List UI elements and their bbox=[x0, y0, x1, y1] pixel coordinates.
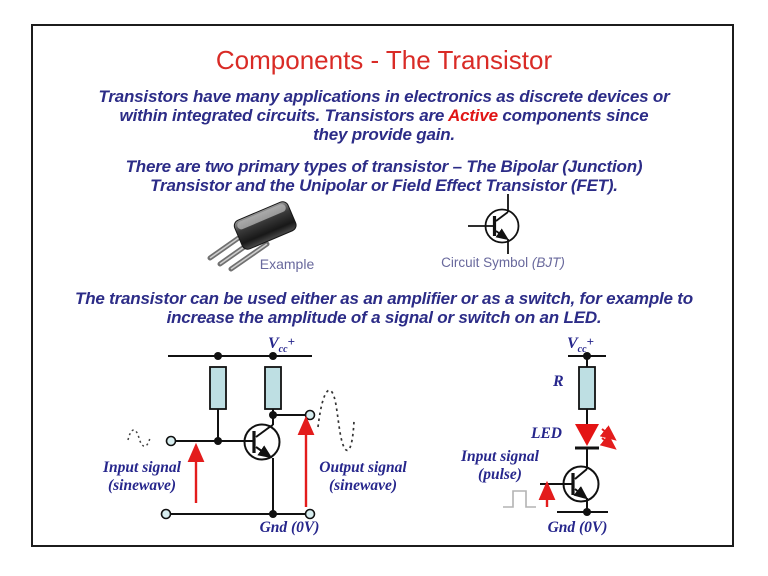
junction-dot bbox=[583, 508, 591, 516]
led-switch-circuit-diagram bbox=[503, 352, 617, 516]
input-label-line2: (sinewave) bbox=[107, 477, 176, 494]
circuit-symbol-caption-text: Circuit Symbol bbox=[441, 255, 532, 270]
junction-dot bbox=[214, 352, 222, 360]
switch-vcc-label: Vcc+ bbox=[567, 334, 594, 355]
example-caption: Example bbox=[259, 256, 315, 272]
amplifier-circuit-diagram bbox=[127, 352, 355, 520]
input-label-line1: Input signal bbox=[461, 448, 539, 465]
intro-line-2: within integrated circuits. Transistors … bbox=[0, 106, 768, 125]
switch-input-label: Input signal (pulse) bbox=[450, 448, 550, 484]
bjt-symbol bbox=[468, 194, 520, 254]
led-light-arrow bbox=[599, 425, 617, 441]
vcc-sub: cc bbox=[577, 344, 587, 356]
amplifier-output-label: Output signal (sinewave) bbox=[313, 459, 413, 495]
intro-line-1: Transistors have many applications in el… bbox=[98, 87, 670, 106]
led-label: LED bbox=[531, 425, 562, 442]
amplifier-input-label: Input signal (sinewave) bbox=[97, 459, 187, 495]
intro-line-3: they provide gain. bbox=[313, 125, 455, 144]
switch-gnd-label: Gnd (0V) bbox=[547, 519, 608, 536]
circuit-symbol-caption-bjt: (BJT) bbox=[531, 255, 565, 270]
amplifier-vcc-label: Vcc+ bbox=[268, 334, 295, 355]
ground-terminal bbox=[160, 508, 172, 520]
ground-terminal bbox=[304, 508, 316, 520]
input-label-line1: Input signal bbox=[103, 459, 181, 476]
intro-line-2-post: components since bbox=[497, 106, 649, 125]
package-body bbox=[233, 201, 297, 250]
wire bbox=[270, 424, 274, 427]
amplifier-gnd-label: Gnd (0V) bbox=[259, 519, 320, 536]
transistor-package-image bbox=[207, 201, 297, 272]
output-label-line1: Output signal bbox=[319, 459, 407, 476]
pulse-waveform-sketch bbox=[503, 490, 536, 508]
npn-transistor-symbol bbox=[243, 423, 281, 461]
vcc-v: V bbox=[567, 335, 578, 352]
types-line-2: Transistor and the Unipolar or Field Eff… bbox=[150, 176, 618, 195]
circuit-symbol-caption: Circuit Symbol (BJT) bbox=[428, 255, 578, 270]
led-light-arrow bbox=[599, 434, 617, 450]
resistor-label: R bbox=[553, 373, 564, 390]
led-symbol bbox=[575, 424, 617, 450]
small-sinewave-sketch bbox=[127, 429, 151, 447]
page-title: Components - The Transistor bbox=[215, 45, 553, 75]
vcc-plus: + bbox=[586, 334, 594, 349]
input-terminal bbox=[165, 435, 177, 447]
vcc-sub: cc bbox=[278, 344, 288, 356]
input-label-line2: (pulse) bbox=[478, 466, 522, 483]
types-line-1: There are two primary types of transisto… bbox=[125, 157, 643, 176]
base-resistor bbox=[209, 366, 227, 410]
output-terminal bbox=[304, 409, 316, 421]
junction-dot bbox=[269, 510, 277, 518]
large-sinewave-sketch bbox=[317, 389, 355, 452]
junction-dot bbox=[269, 352, 277, 360]
intro-line-2-pre: within integrated circuits. Transistors … bbox=[119, 106, 449, 125]
collector-resistor bbox=[264, 366, 282, 410]
usage-line-2: increase the amplitude of a signal or sw… bbox=[166, 308, 602, 327]
intro-active-highlight: Active bbox=[448, 106, 498, 125]
slide-border-frame bbox=[31, 24, 734, 547]
vcc-v: V bbox=[268, 335, 279, 352]
usage-line-1: The transistor can be used either as an … bbox=[75, 289, 693, 308]
series-resistor bbox=[578, 366, 596, 410]
output-label-line2: (sinewave) bbox=[328, 477, 397, 494]
vcc-plus: + bbox=[287, 334, 295, 349]
